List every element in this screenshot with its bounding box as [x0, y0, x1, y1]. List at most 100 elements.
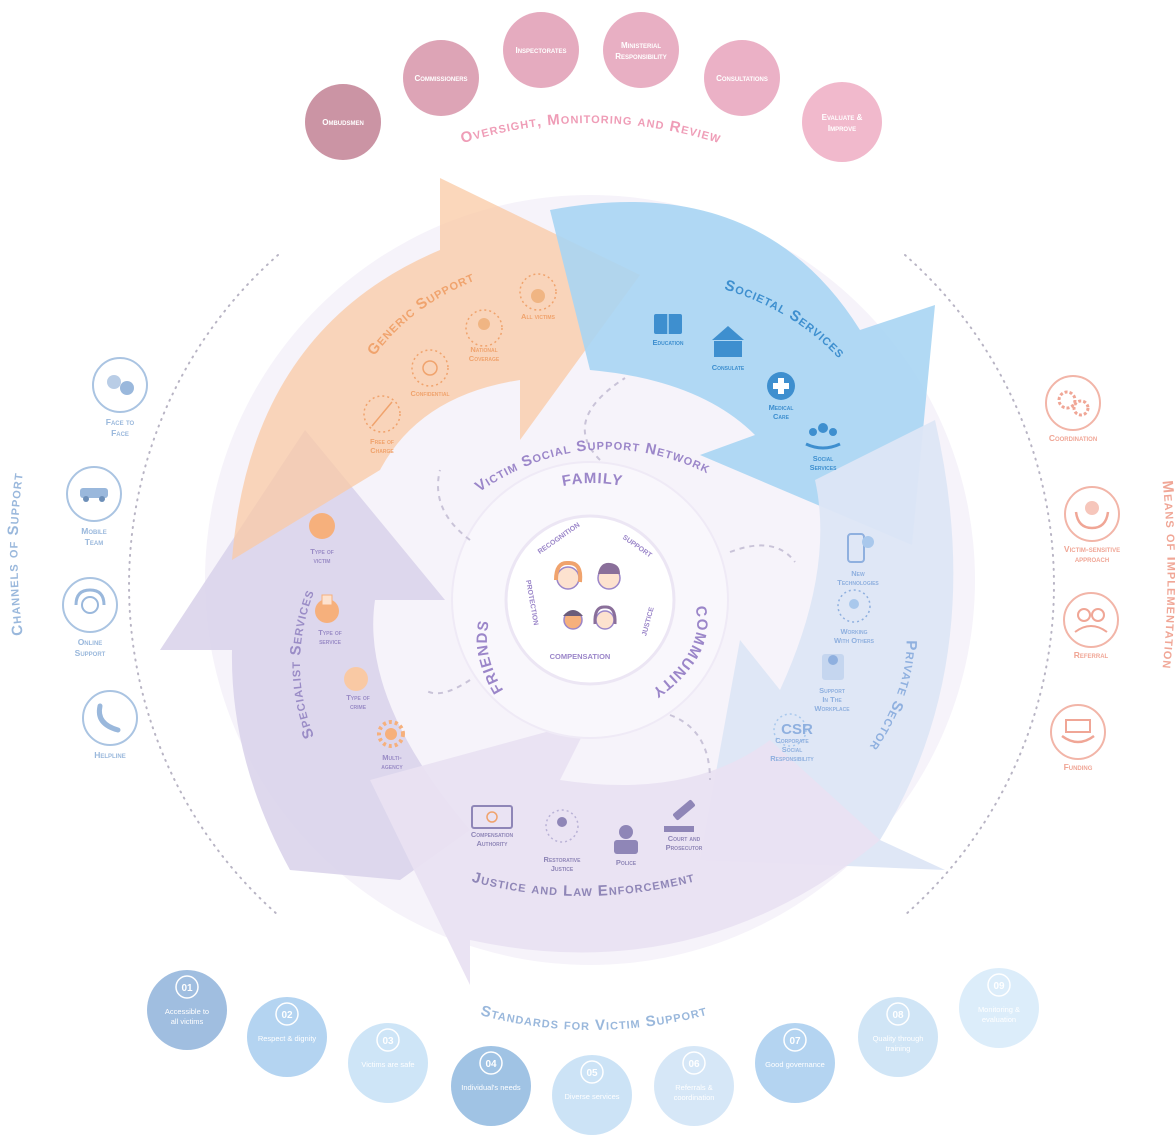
- family-label: FAMILY: [561, 470, 625, 490]
- standard-circle: [247, 997, 327, 1077]
- gears-icon: [1045, 375, 1101, 431]
- means-label: Funding: [1064, 762, 1093, 772]
- standard-label: Victims are safe: [361, 1060, 414, 1069]
- type-of-crime-icon: [344, 667, 368, 691]
- generic-support-items: [363, 273, 557, 433]
- map-pin-icon: [465, 309, 503, 347]
- means-label: Referral: [1074, 650, 1109, 660]
- standard-circle: [654, 1046, 734, 1126]
- standard-circle: [959, 968, 1039, 1048]
- generic-item-label: All victims: [521, 312, 556, 321]
- standard-number: 06: [688, 1059, 700, 1070]
- channel-label: Team: [85, 537, 104, 547]
- channel-label: Face to: [106, 417, 135, 427]
- justice-labels: CompensationAuthorityRestorativeJusticeP…: [471, 830, 703, 873]
- oversight-title: Oversight, Monitoring and Review: [459, 110, 724, 147]
- private-item-label: Social: [782, 745, 803, 754]
- free-of-charge-icon: [363, 395, 401, 433]
- standard-number: 02: [281, 1010, 293, 1021]
- smartphone-icon: [847, 533, 865, 563]
- confidential-icon: [411, 349, 449, 387]
- specialist-item-label: crime: [350, 702, 367, 711]
- oversight-circle: [603, 12, 679, 88]
- private-item-label: With Others: [834, 636, 875, 645]
- justice-item-label: Court and: [668, 834, 701, 843]
- standard-number: 07: [789, 1036, 801, 1047]
- standard-number: 08: [892, 1010, 904, 1021]
- outer-dotted-ring: [128, 254, 1055, 916]
- means-title: Means of Implementation: [1159, 480, 1175, 671]
- private-item-label: In The: [822, 695, 842, 704]
- generic-support-labels: All victimsNationalCoverageConfidentialF…: [370, 312, 556, 455]
- standards-title: Standards for Victim Support: [479, 1002, 709, 1034]
- generic-item-label: Charge: [370, 446, 394, 455]
- channel-label: Mobile: [81, 526, 106, 536]
- generic-item-label: Confidential: [410, 389, 449, 398]
- standard-number: 09: [993, 981, 1005, 992]
- societal-item-label: Care: [773, 412, 790, 421]
- money-icon: [471, 805, 513, 829]
- justice-items: [471, 800, 695, 854]
- means-label: approach: [1075, 554, 1109, 564]
- private-sector-items: [773, 533, 874, 747]
- oversight-label: Evaluate &: [822, 113, 863, 122]
- standard-circle: [552, 1055, 632, 1135]
- societal-item-label: Social: [813, 454, 834, 463]
- specialist-item-label: Type of: [346, 693, 370, 702]
- means-label: Victim-sensitive: [1064, 544, 1120, 554]
- specialist-items: [309, 513, 405, 748]
- oversight-label: Ombudsmen: [322, 118, 364, 127]
- justice-item-label: Prosecutor: [666, 843, 703, 852]
- social-services-icon: [818, 423, 828, 433]
- standard-number: 03: [382, 1036, 394, 1047]
- standard-circle: [348, 1023, 428, 1103]
- specialist-item-label: victim: [314, 556, 331, 565]
- standard-label: Good governance: [765, 1060, 825, 1069]
- building-icon: [712, 326, 744, 340]
- channel-label: Face: [111, 428, 129, 438]
- standard-label: Diverse services: [564, 1092, 619, 1101]
- standard-label: Monitoring &evaluation: [978, 1005, 1020, 1024]
- private-item-label: Workplace: [814, 704, 850, 713]
- specialist-item-label: Type of: [318, 628, 342, 637]
- private-item-label: Corporate: [775, 736, 809, 745]
- justice-item-label: Police: [616, 858, 637, 867]
- specialist-item-label: Type of: [310, 547, 334, 556]
- standard-circle: [858, 997, 938, 1077]
- private-item-label: Working: [840, 627, 867, 636]
- specialist-item-label: agency: [381, 762, 403, 771]
- societal-item-label: Consulate: [712, 363, 745, 372]
- oversight-circle: [305, 84, 381, 160]
- justice-item-label: Authority: [477, 839, 509, 848]
- generic-item-label: Free of: [370, 437, 394, 446]
- specialist-item-label: service: [319, 637, 342, 646]
- workplace-icon: [822, 654, 844, 680]
- compensation-label: COMPENSATION: [550, 652, 611, 661]
- standard-circle: [451, 1046, 531, 1126]
- private-item-label: Support: [819, 686, 845, 695]
- csr-badge: CSR: [781, 721, 813, 738]
- restorative-justice-icon: [545, 809, 579, 843]
- gavel-icon: [673, 800, 695, 820]
- people-icon: [1063, 592, 1119, 648]
- oversight-label: Commissioners: [414, 74, 467, 83]
- oversight-circle: [503, 12, 579, 88]
- working-with-others-icon: [837, 589, 871, 623]
- societal-item-label: Education: [652, 338, 683, 347]
- standard-circle: [755, 1023, 835, 1103]
- oversight-circle: [802, 82, 882, 162]
- standard-number: 05: [586, 1068, 598, 1079]
- oversight-circles: OmbudsmenCommissionersInspectoratesMinis…: [305, 12, 882, 162]
- private-item-label: Technologies: [837, 578, 879, 587]
- standard-number: 01: [181, 983, 193, 994]
- private-item-label: Responsibility: [770, 754, 814, 763]
- channels-title: Channels of Support: [4, 471, 26, 636]
- channel-label: Online: [78, 637, 103, 647]
- all-victims-icon: [519, 273, 557, 311]
- dashed-connectors: [424, 377, 796, 781]
- oversight-label: Inspectorates: [515, 46, 566, 55]
